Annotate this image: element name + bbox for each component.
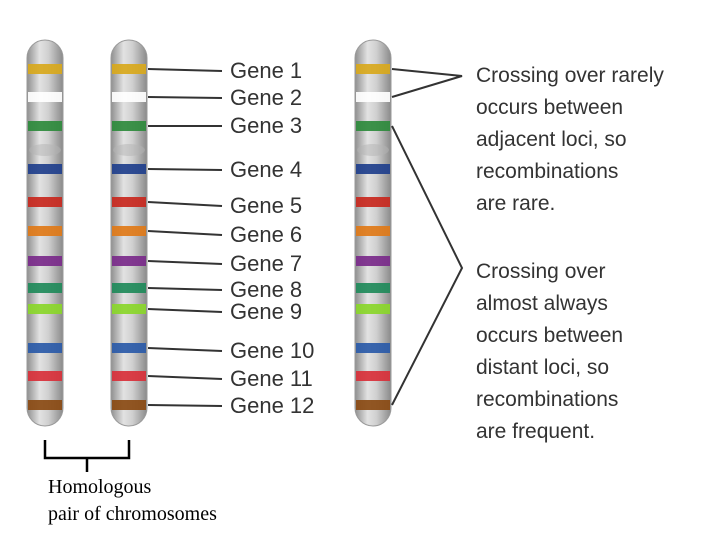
homologous-pair-bracket bbox=[43, 440, 131, 472]
gene-band bbox=[112, 64, 146, 74]
gene-label: Gene 4 bbox=[230, 157, 303, 182]
gene-label: Gene 11 bbox=[230, 366, 313, 391]
gene-band bbox=[28, 343, 62, 353]
gene-band bbox=[356, 121, 390, 131]
gene-band bbox=[356, 164, 390, 174]
gene-band bbox=[28, 226, 62, 236]
gene-label: Gene 6 bbox=[230, 222, 303, 247]
caption-pair-of-chromosomes: pair of chromosomes bbox=[48, 503, 217, 525]
gene-band bbox=[112, 164, 146, 174]
gene-band bbox=[28, 371, 62, 381]
gene-band bbox=[356, 400, 390, 410]
gene-band bbox=[28, 164, 62, 174]
gene-band bbox=[356, 283, 390, 293]
gene-label: Gene 7 bbox=[230, 251, 303, 276]
gene-band bbox=[28, 121, 62, 131]
chromosome-middle bbox=[110, 39, 148, 427]
gene-band bbox=[112, 343, 146, 353]
centromere-shade bbox=[113, 144, 145, 156]
gene-band bbox=[356, 256, 390, 266]
gene-leader-line bbox=[147, 260, 223, 265]
gene-leader-line bbox=[147, 404, 223, 407]
gene-leader-line bbox=[147, 68, 223, 72]
gene-leader-line bbox=[147, 168, 223, 171]
gene-band bbox=[28, 197, 62, 207]
distant-loci-note: Crossing over almost always occurs betwe… bbox=[476, 260, 624, 443]
adjacent-pointer bbox=[391, 68, 463, 98]
gene-label: Gene 1 bbox=[230, 58, 303, 83]
adjacent-loci-note: Crossing over rarely occurs between adja… bbox=[476, 64, 664, 215]
gene-band bbox=[356, 304, 390, 314]
gene-band bbox=[356, 197, 390, 207]
gene-leader-line bbox=[147, 230, 223, 236]
gene-leader-line bbox=[147, 375, 223, 380]
gene-band bbox=[112, 226, 146, 236]
gene-band bbox=[356, 92, 390, 102]
centromere-shade bbox=[357, 144, 389, 156]
gene-band bbox=[112, 304, 146, 314]
centromere-shade bbox=[29, 144, 61, 156]
distant-pointer bbox=[391, 125, 464, 406]
gene-band bbox=[112, 92, 146, 102]
gene-band bbox=[28, 92, 62, 102]
gene-leader-line bbox=[147, 287, 223, 291]
chromosome-left bbox=[26, 39, 64, 427]
gene-band bbox=[112, 121, 146, 131]
gene-label: Gene 9 bbox=[230, 299, 303, 324]
gene-band bbox=[28, 304, 62, 314]
caption-homologous: Homologous bbox=[48, 476, 152, 498]
gene-band bbox=[112, 256, 146, 266]
gene-band bbox=[112, 283, 146, 293]
gene-label: Gene 3 bbox=[230, 113, 303, 138]
gene-label: Gene 10 bbox=[230, 338, 315, 363]
gene-leader-line bbox=[147, 308, 223, 313]
gene-band bbox=[28, 64, 62, 74]
gene-leader-line bbox=[147, 347, 223, 352]
gene-band bbox=[356, 64, 390, 74]
chromosome-right bbox=[354, 39, 392, 427]
gene-band bbox=[28, 256, 62, 266]
gene-leader-line bbox=[147, 201, 223, 207]
gene-label: Gene 8 bbox=[230, 277, 303, 302]
gene-label: Gene 5 bbox=[230, 193, 303, 218]
gene-leader-line bbox=[147, 96, 223, 99]
gene-band bbox=[112, 371, 146, 381]
gene-band bbox=[28, 400, 62, 410]
gene-band bbox=[112, 400, 146, 410]
gene-band bbox=[356, 343, 390, 353]
gene-band bbox=[28, 283, 62, 293]
gene-band bbox=[356, 371, 390, 381]
gene-label: Gene 2 bbox=[230, 85, 303, 110]
gene-band bbox=[356, 226, 390, 236]
gene-band bbox=[112, 197, 146, 207]
gene-label: Gene 12 bbox=[230, 393, 315, 418]
